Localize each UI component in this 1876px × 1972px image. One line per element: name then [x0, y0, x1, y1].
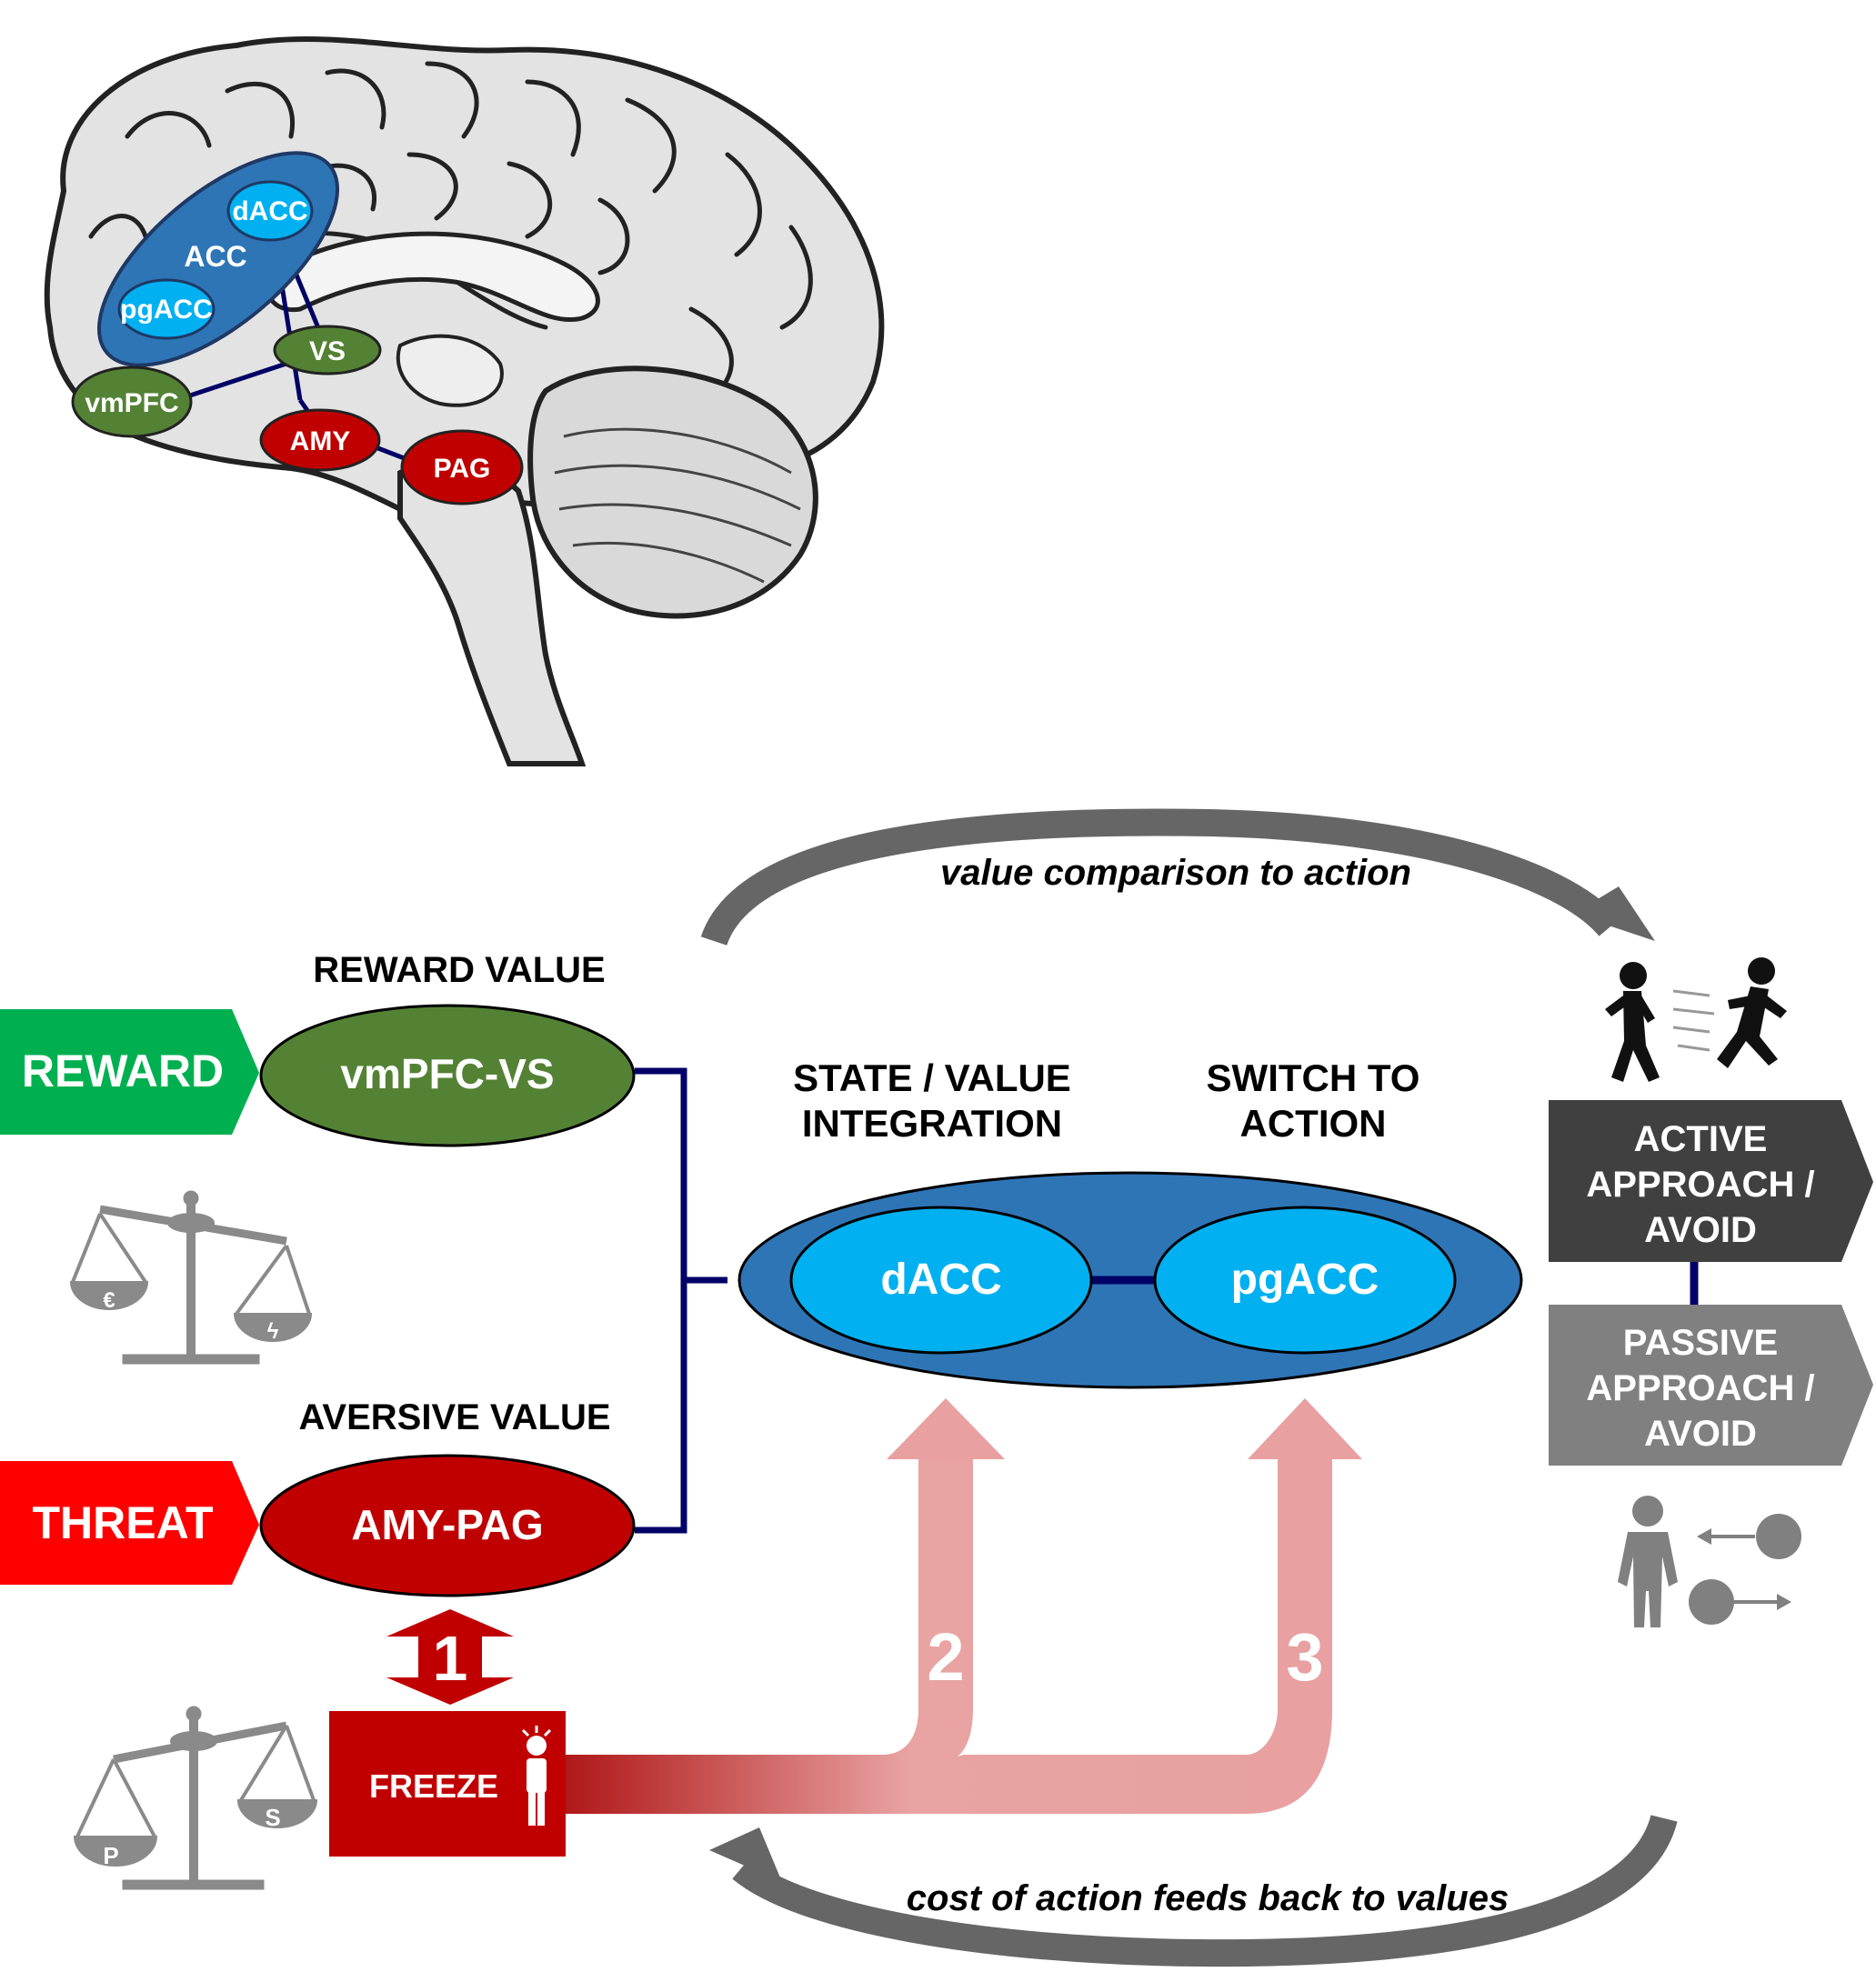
dacc-region-label: dACC: [880, 1256, 1001, 1304]
brain-vs-region: [273, 325, 382, 375]
passive-line3: AVOID: [1644, 1414, 1757, 1454]
step-2-label: 2: [927, 1619, 964, 1695]
bottom-arrow-label: cost of action feeds back to values: [907, 1878, 1509, 1918]
step-1-double-arrow: 1: [386, 1609, 514, 1705]
step-3-label: 3: [1286, 1619, 1323, 1695]
reward-region: [259, 1004, 636, 1147]
brain-pgacc-region: [117, 278, 216, 340]
reward-path: REWARD REWARD VALUE vmPFC-VS: [0, 950, 636, 1147]
scale-top-right-symbol: ϟ: [267, 1319, 279, 1344]
scale-bottom-right-symbol: S: [265, 1804, 280, 1831]
arrow-3-head: [1248, 1398, 1362, 1459]
integration-heading-line1: STATE / VALUE: [793, 1056, 1071, 1099]
brain-amy-region: [259, 408, 381, 472]
threat-path: THREAT AVERSIVE VALUE AMY-PAG: [0, 1397, 636, 1597]
passive-approach-avoid-box: PASSIVE APPROACH / AVOID: [1549, 1305, 1873, 1466]
acc-integration: STATE / VALUE INTEGRATION SWITCH TO ACTI…: [737, 1056, 1523, 1389]
brain-thalamus: [396, 334, 504, 407]
step-1-label: 1: [433, 1623, 468, 1694]
scale-reward-threat-icon: [69, 1190, 313, 1365]
brain-vs-label: VS: [309, 336, 346, 366]
passive-person-icon: [1618, 1496, 1801, 1627]
freezing-person-icon: [521, 1726, 552, 1826]
aversive-value-heading: AVERSIVE VALUE: [298, 1397, 610, 1437]
threat-region-label: AMY-PAG: [351, 1501, 543, 1548]
freeze-box: FREEZE: [329, 1711, 566, 1857]
brain-pag-label: PAG: [434, 454, 491, 484]
brain-pgacc-label: pgACC: [120, 295, 213, 325]
brain-pag-region: [400, 429, 524, 506]
brain-dacc-region: [226, 180, 314, 242]
freeze-feedback-arrows: 2 3: [566, 1398, 1362, 1814]
top-curved-arrow: value comparison to action: [700, 808, 1655, 946]
dacc-region: [789, 1206, 1093, 1355]
brain-corpus-callosum: [265, 231, 600, 322]
feedback-band: [566, 1455, 1332, 1814]
reward-input-arrow: [0, 1009, 259, 1135]
brain-cerebellum-folia: [554, 427, 801, 584]
pgacc-region: [1153, 1206, 1457, 1355]
threat-input-label: THREAT: [32, 1497, 213, 1548]
running-people-icon: [1605, 957, 1787, 1082]
scale-punishment-safety-icon: [73, 1706, 318, 1890]
brain-vmpfc-region: [71, 365, 193, 438]
pgacc-region-label: pgACC: [1231, 1256, 1379, 1304]
freeze-label: FREEZE: [369, 1767, 498, 1805]
switch-heading-line2: ACTION: [1240, 1102, 1387, 1145]
threat-region: [259, 1454, 636, 1597]
integration-heading-line2: INTEGRATION: [802, 1102, 1062, 1145]
brain-amy-label: AMY: [290, 426, 351, 456]
reward-value-heading: REWARD VALUE: [313, 950, 605, 990]
brain-acc-label: ACC: [184, 240, 246, 273]
active-approach-avoid-box: ACTIVE APPROACH / AVOID: [1549, 1100, 1873, 1262]
brain-illustration: ACC dACC pgACC VS vmPFC AMY PAG: [44, 36, 885, 766]
active-line1: ACTIVE: [1634, 1119, 1768, 1159]
bottom-curved-arrow: cost of action feeds back to values: [709, 1814, 1678, 1967]
passive-line1: PASSIVE: [1623, 1323, 1778, 1363]
top-arrow-label: value comparison to action: [940, 853, 1411, 893]
switch-heading-line1: SWITCH TO: [1207, 1056, 1420, 1099]
scale-bottom-left-symbol: P: [103, 1842, 118, 1869]
value-connector: [635, 1067, 727, 1534]
reward-region-label: vmPFC-VS: [340, 1050, 554, 1097]
active-line2: APPROACH /: [1586, 1165, 1814, 1205]
brain-vmpfc-label: vmPFC: [85, 388, 178, 418]
brain-gyri: [88, 61, 813, 394]
reward-input-label: REWARD: [22, 1046, 224, 1096]
scale-top-left-symbol: €: [103, 1288, 115, 1313]
active-line3: AVOID: [1644, 1210, 1757, 1250]
passive-line2: APPROACH /: [1586, 1368, 1814, 1408]
threat-input-arrow: [0, 1461, 259, 1585]
brain-dacc-label: dACC: [232, 196, 307, 226]
arrow-2-head: [887, 1398, 1005, 1459]
